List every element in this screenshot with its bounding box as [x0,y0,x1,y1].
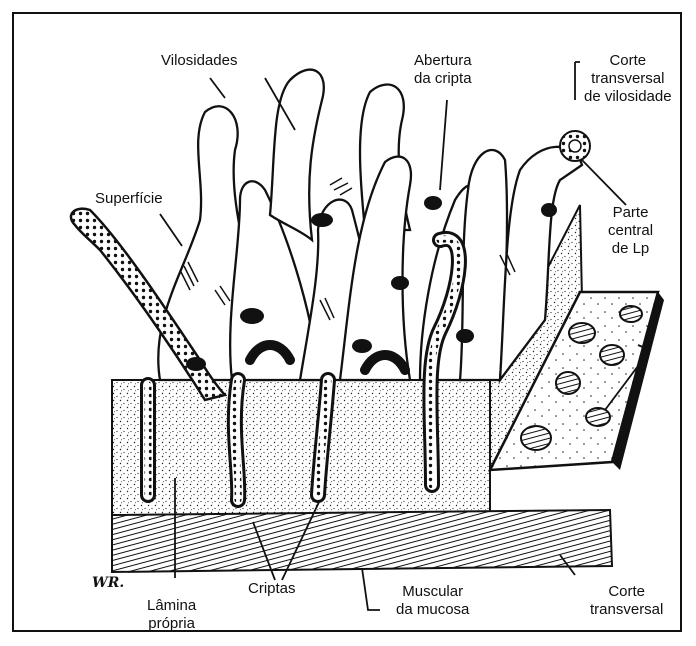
label-corte-transversal: Corte transversal [590,583,663,619]
label-parte-line3: de Lp [608,240,653,258]
label-corte-transversal-de-vilosidade: Corte transversal de vilosidade [584,52,672,106]
label-lamina-line1: Lâmina [147,597,196,615]
label-muscular-line2: da mucosa [396,601,469,619]
label-parte-line1: Parte [608,204,653,222]
label-lamina-line2: própria [147,615,196,633]
label-lamina-propria: Lâmina própria [147,597,196,633]
label-corte-line2: transversal [590,601,663,619]
label-corte-line1: Corte [590,583,663,601]
label-corte-vil-line2: transversal [584,70,672,88]
artist-signature: WR. [92,574,124,592]
label-vilosidades: Vilosidades [161,52,237,70]
label-abertura-line1: Abertura [414,52,472,70]
label-muscular-da-mucosa: Muscular da mucosa [396,583,469,619]
label-muscular-line1: Muscular [396,583,469,601]
label-superficie: Superfície [95,190,163,208]
label-parte-line2: central [608,222,653,240]
label-criptas: Criptas [248,580,296,598]
label-parte-central-de-lp: Parte central de Lp [608,204,653,258]
label-corte-vil-line1: Corte [584,52,672,70]
label-abertura-line2: da cripta [414,70,472,88]
villi [158,70,582,380]
label-corte-vil-line3: de vilosidade [584,88,672,106]
label-abertura-da-cripta: Abertura da cripta [414,52,472,88]
muscularis-mucosae-band [112,510,612,572]
villus-cross-section-detail [560,131,590,161]
